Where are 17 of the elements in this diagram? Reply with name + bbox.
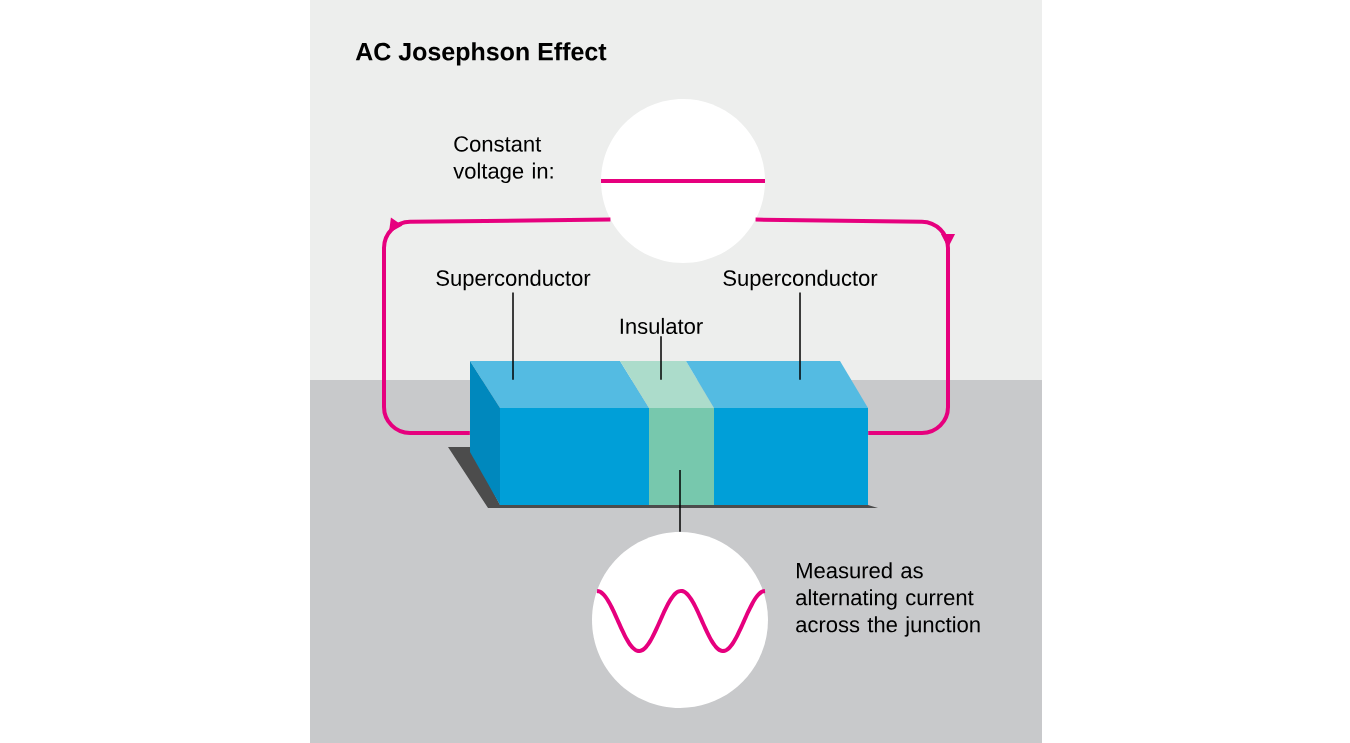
part-label: Superconductor	[436, 269, 591, 291]
circuit-wire	[755, 217, 956, 435]
voltage-circle	[601, 99, 765, 263]
superconductor-block	[686, 361, 868, 505]
leader-line	[679, 469, 681, 533]
part-label: Insulator	[620, 317, 703, 335]
superconductor-block	[470, 361, 649, 505]
caption-text: Constant voltage in:	[453, 136, 553, 184]
leader-line	[799, 291, 801, 381]
circuit-wire	[382, 217, 611, 435]
wave-circle	[592, 532, 768, 708]
title: AC Josephson Effect	[355, 42, 607, 66]
part-label: Superconductor	[723, 269, 878, 291]
caption-text: Measured as alternating current across the junction	[796, 562, 980, 637]
insulator-block	[620, 361, 714, 505]
leader-line	[512, 291, 514, 381]
leader-line	[660, 335, 662, 381]
